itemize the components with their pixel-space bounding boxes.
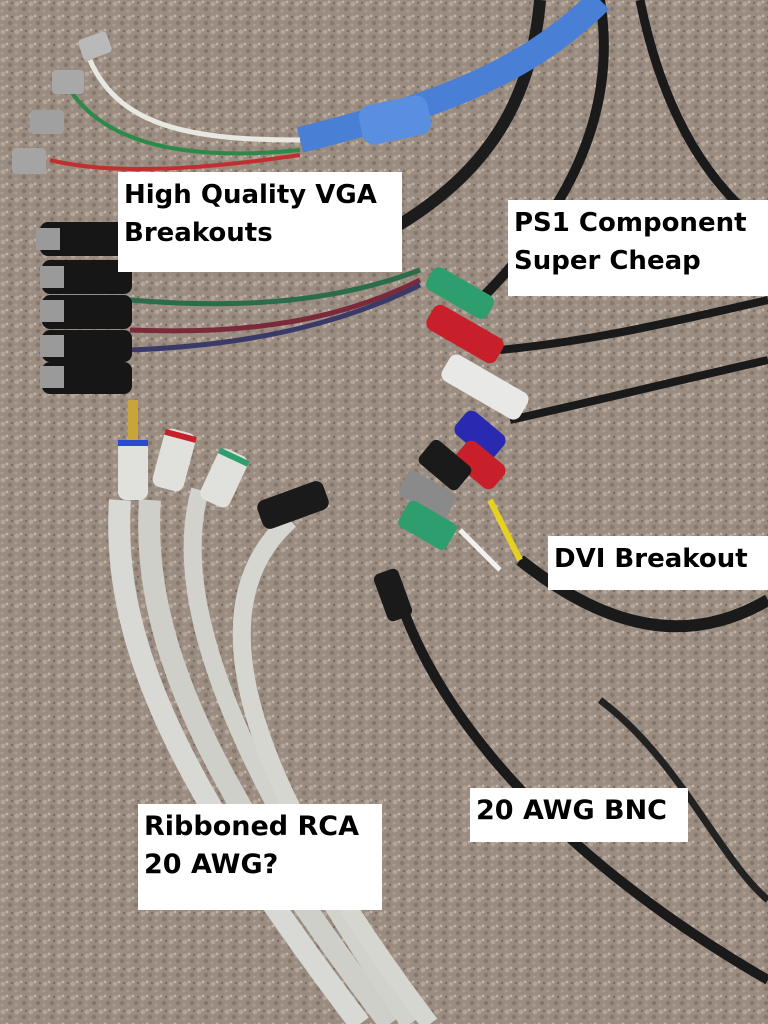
- black-cable-mid: [499, 296, 768, 354]
- label-rca-line1: Ribboned RCA: [144, 811, 360, 842]
- bnc-plug: [373, 568, 413, 622]
- black-bnc-connectors: [36, 222, 132, 394]
- vga-breakout-wires: [129, 267, 421, 307]
- label-vga-line1: High Quality VGA: [124, 180, 377, 210]
- label-ps1-line1: PS1 Component: [514, 208, 747, 238]
- rca-plugs: [118, 400, 329, 529]
- label-bnc-line1: 20 AWG BNC: [476, 795, 667, 826]
- label-20awg-bnc: 20 AWG BNC: [470, 788, 688, 842]
- blue-vga-cable: [296, 0, 610, 153]
- dvi-breakout-plugs: [398, 410, 523, 572]
- label-rca-line2: 20 AWG?: [144, 849, 279, 880]
- label-dvi-breakout: DVI Breakout: [548, 536, 768, 590]
- vga-wire-blue: [129, 282, 422, 353]
- label-vga-breakouts: High Quality VGA Breakouts: [118, 172, 402, 272]
- blue-ferrite: [358, 95, 432, 145]
- label-ps1-line2: Super Cheap: [514, 246, 701, 276]
- green-wire: [68, 88, 301, 156]
- label-dvi-line1: DVI Breakout: [554, 544, 748, 574]
- rca-ribbon-cable-2: [138, 499, 399, 1024]
- label-ps1-component: PS1 Component Super Cheap: [508, 200, 768, 296]
- black-cable-lower: [597, 697, 768, 903]
- white-wire: [87, 59, 301, 143]
- rca-ribbon-cable: [108, 499, 369, 1024]
- top-bnc-connectors: [12, 31, 112, 174]
- rca-ribbon-cable-3: [183, 487, 418, 1024]
- red-wire: [49, 153, 301, 172]
- vga-wire-red: [129, 277, 422, 334]
- ps1-component-plugs: [426, 267, 529, 420]
- label-ribboned-rca: Ribboned RCA 20 AWG?: [138, 804, 382, 910]
- rca-ribbon-cable-4: [232, 513, 438, 1024]
- label-vga-line2: Breakouts: [124, 218, 273, 248]
- black-cable-mid2: [509, 356, 768, 424]
